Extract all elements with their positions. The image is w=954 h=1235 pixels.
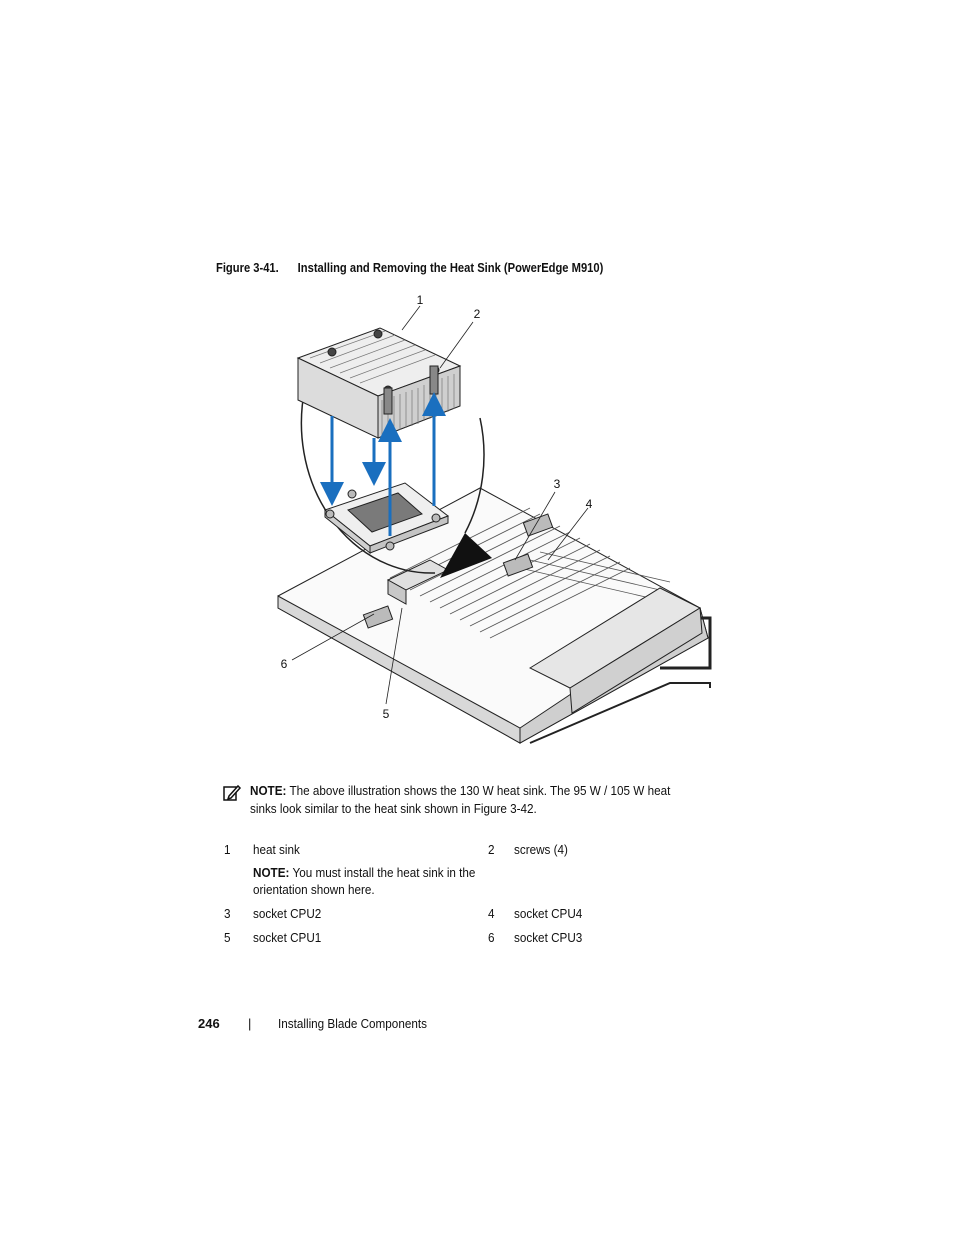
legend-num: 5 [224,930,231,945]
legend-num: 6 [488,930,495,945]
section-title: Installing Blade Components [278,1016,427,1031]
callout-2: 2 [474,307,481,321]
note-body: The above illustration shows the 130 W h… [250,783,671,816]
legend-num: 1 [224,842,231,857]
legend-note-text: You must install the heat sink in the or… [253,865,476,897]
legend-note-label: NOTE: [253,865,290,880]
callout-1: 1 [417,293,424,307]
figure-number: Figure 3-41. [216,260,279,275]
page-number: 246 [198,1016,220,1031]
legend-label: socket CPU2 [253,906,322,921]
callout-3: 3 [554,477,561,491]
legend-num: 2 [488,842,495,857]
legend-note: NOTE: You must install the heat sink in … [253,864,478,898]
legend-label: socket CPU3 [514,930,583,945]
zoom-detail [296,327,485,574]
blade-chassis [277,487,712,744]
heat-sink-illustration: 1 2 3 4 5 6 [277,293,712,744]
legend-label: socket CPU4 [514,906,583,921]
install-arrows [320,392,446,536]
legend-num: 4 [488,906,495,921]
note-text: NOTE: The above illustration shows the 1… [250,782,673,818]
figure-title: Installing and Removing the Heat Sink (P… [297,260,604,275]
legend-label: heat sink [253,842,300,857]
note-label: NOTE: [250,783,287,798]
callout-6: 6 [281,657,288,671]
callout-4: 4 [586,497,593,511]
legend-label: socket CPU1 [253,930,322,945]
socket-bracket [323,482,450,555]
callout-lines [291,305,589,705]
legend-num: 3 [224,906,231,921]
footer-separator: | [248,1016,252,1031]
legend-label: screws (4) [514,842,568,857]
pencil-note-icon [223,784,242,801]
figure-caption: Figure 3-41. Installing and Removing the … [216,260,603,275]
callout-5: 5 [383,707,390,721]
